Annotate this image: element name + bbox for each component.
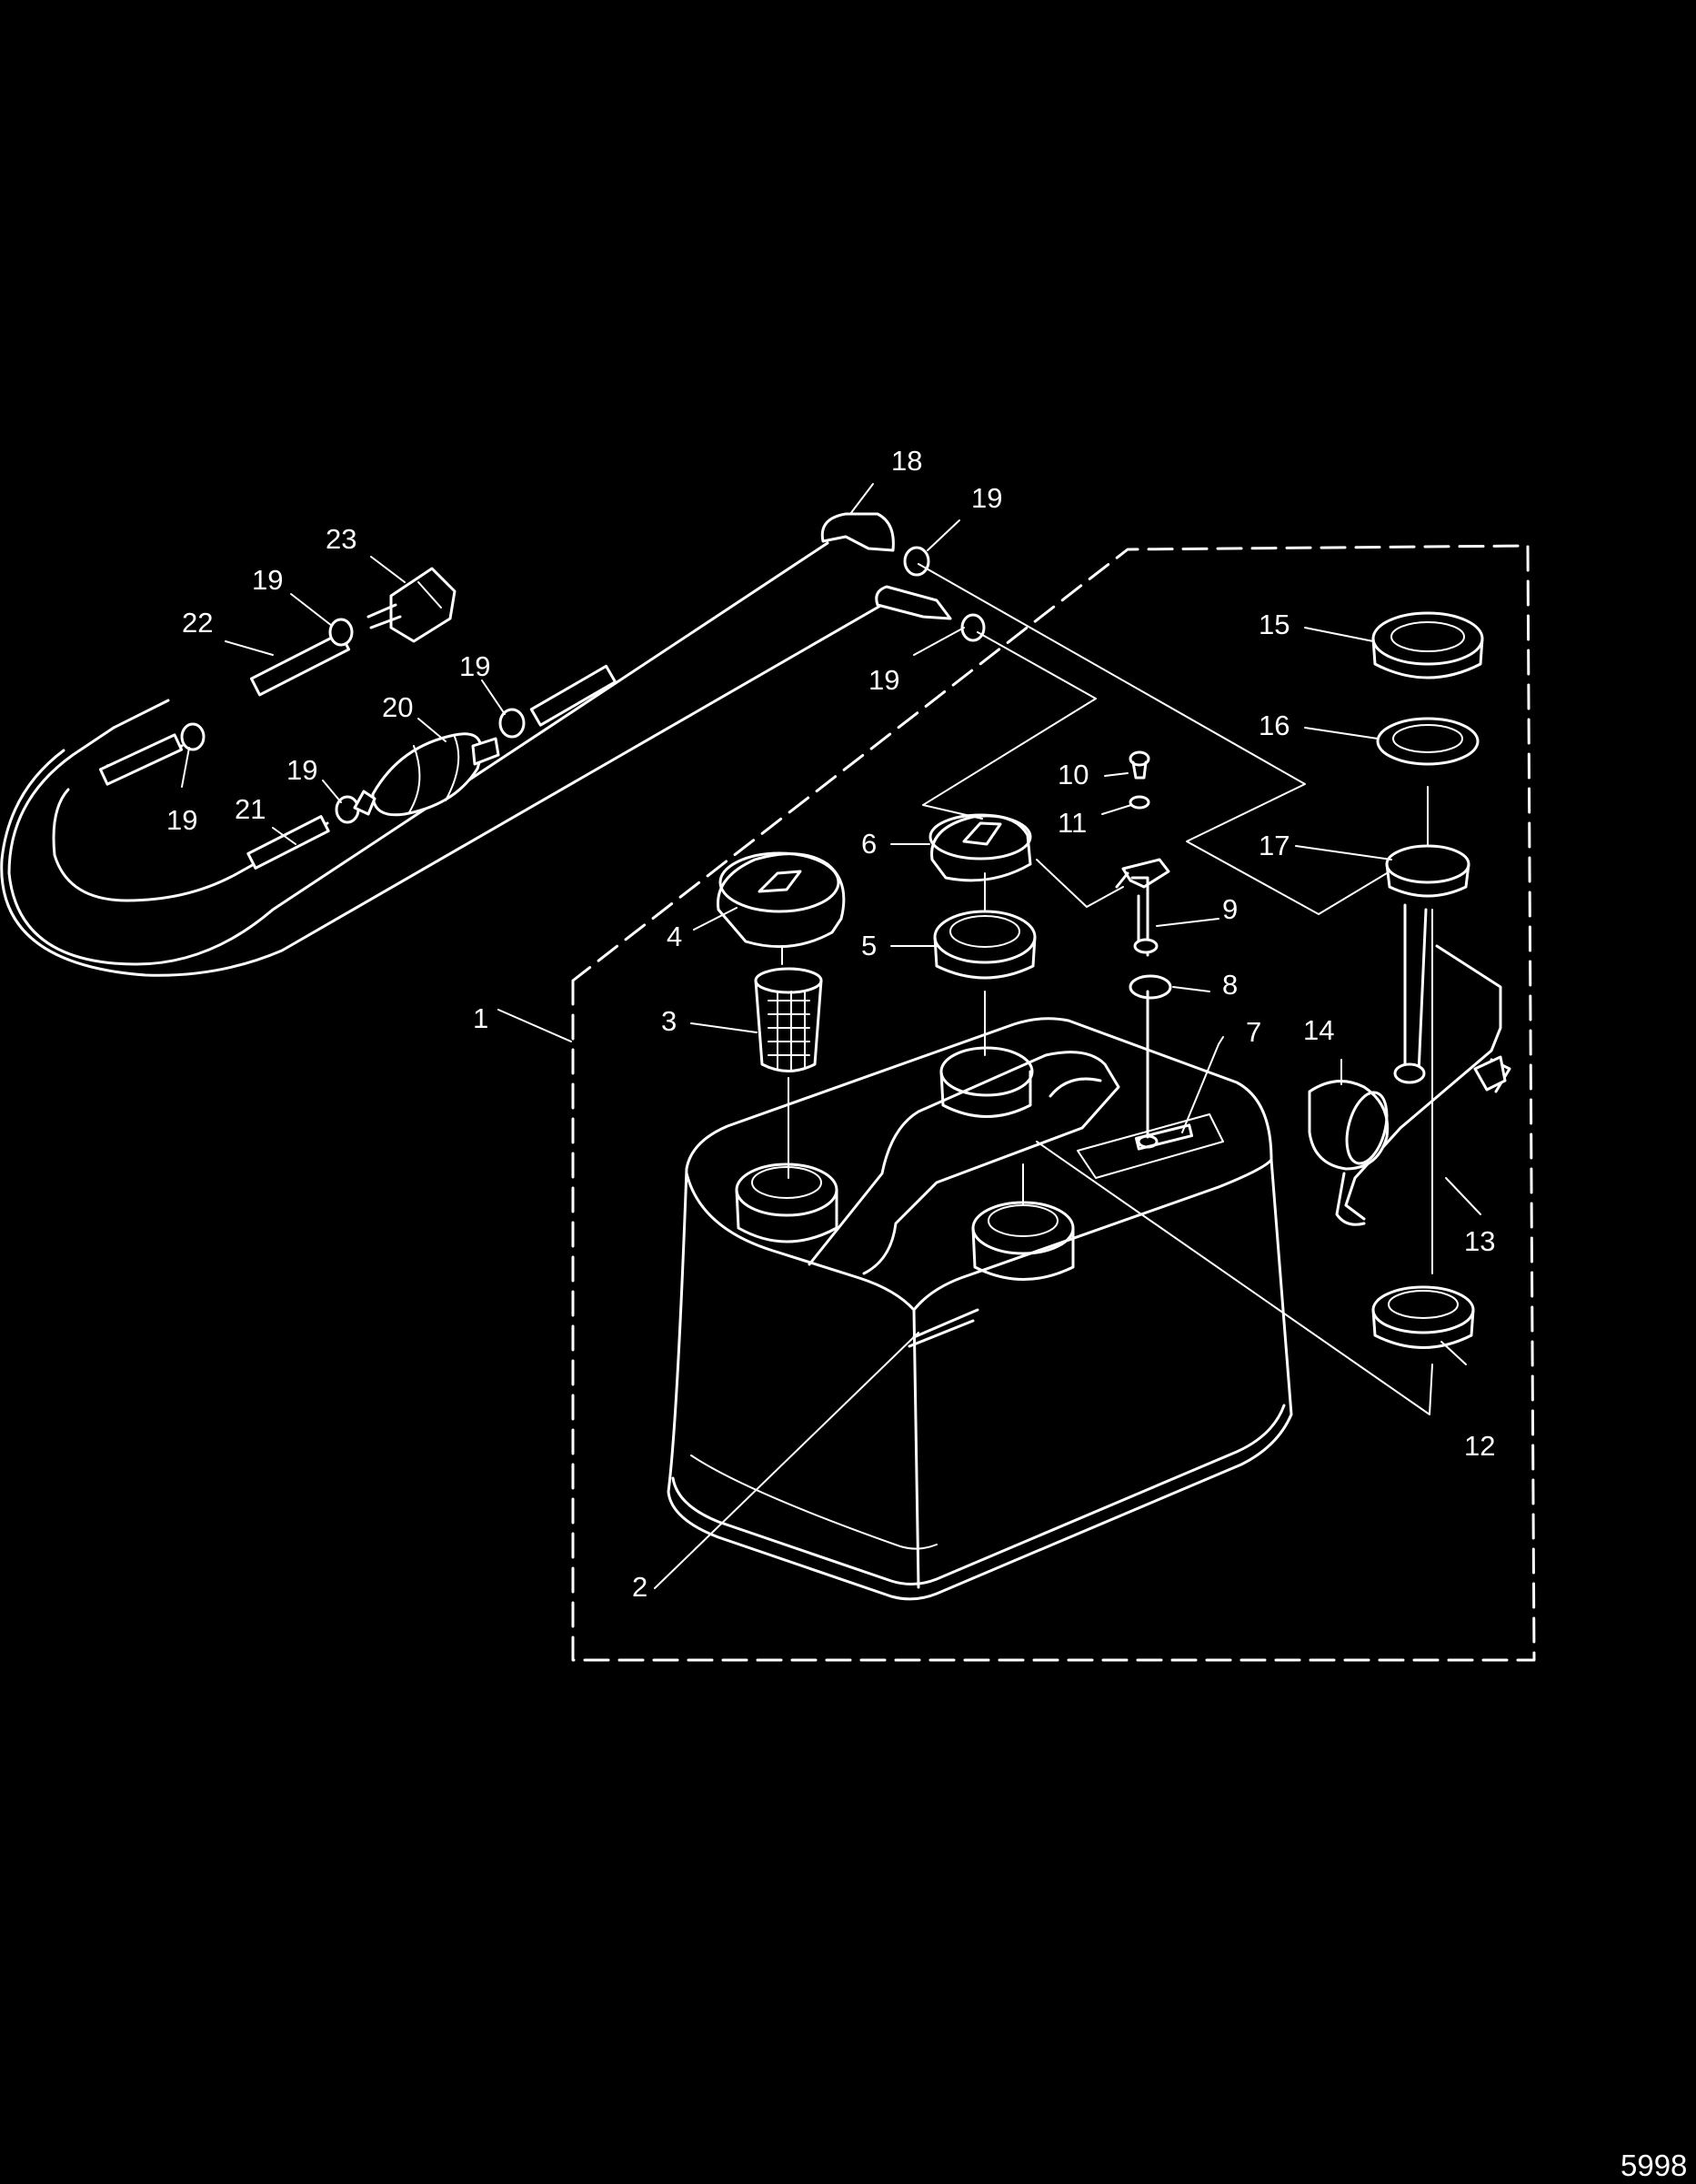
callout-20: 20 [382, 691, 413, 723]
callout-6: 6 [861, 828, 877, 860]
callout-21: 21 [235, 793, 266, 825]
figure-number: 5998 [1621, 2149, 1687, 2182]
callout-3: 3 [661, 1005, 677, 1037]
callout-16: 16 [1259, 710, 1290, 741]
tank-assembly-boundary [571, 544, 1536, 1662]
callout-8: 8 [1222, 969, 1238, 1001]
cap-6 [928, 813, 1032, 882]
gauge-assembly [1308, 611, 1511, 1349]
callout-10: 10 [1058, 759, 1089, 790]
callout-22: 22 [182, 607, 213, 639]
fuel-tank-body [667, 1017, 1293, 1601]
vent-fitting-stack [1115, 750, 1172, 1149]
callout-19-d: 19 [459, 650, 490, 682]
ring-5 [933, 910, 1037, 980]
callout-14: 14 [1303, 1014, 1334, 1046]
callout-leaders [181, 483, 1481, 1589]
callout-11: 11 [1058, 807, 1087, 839]
callout-labels: 1 2 3 4 5 6 7 8 9 10 11 12 13 14 15 16 1… [166, 445, 1687, 2182]
callout-19-f: 19 [166, 804, 197, 836]
callout-18: 18 [891, 445, 922, 477]
callout-1: 1 [473, 1002, 488, 1034]
callout-23: 23 [326, 523, 356, 555]
callout-17: 17 [1259, 830, 1290, 861]
callout-19-e: 19 [286, 754, 317, 786]
callout-19-b: 19 [868, 664, 899, 696]
callout-12: 12 [1464, 1430, 1495, 1462]
fuel-line-loop [0, 512, 986, 977]
callout-19-a: 19 [971, 482, 1002, 514]
filler-cap-4 [717, 851, 846, 949]
callout-19-c: 19 [252, 564, 283, 596]
callout-2: 2 [632, 1571, 647, 1603]
filter-3 [754, 967, 823, 1072]
callout-13: 13 [1464, 1225, 1495, 1257]
callout-4: 4 [667, 921, 682, 952]
callout-9: 9 [1222, 893, 1238, 925]
callout-5: 5 [861, 930, 877, 961]
callout-15: 15 [1259, 609, 1290, 640]
callout-7: 7 [1246, 1016, 1261, 1048]
